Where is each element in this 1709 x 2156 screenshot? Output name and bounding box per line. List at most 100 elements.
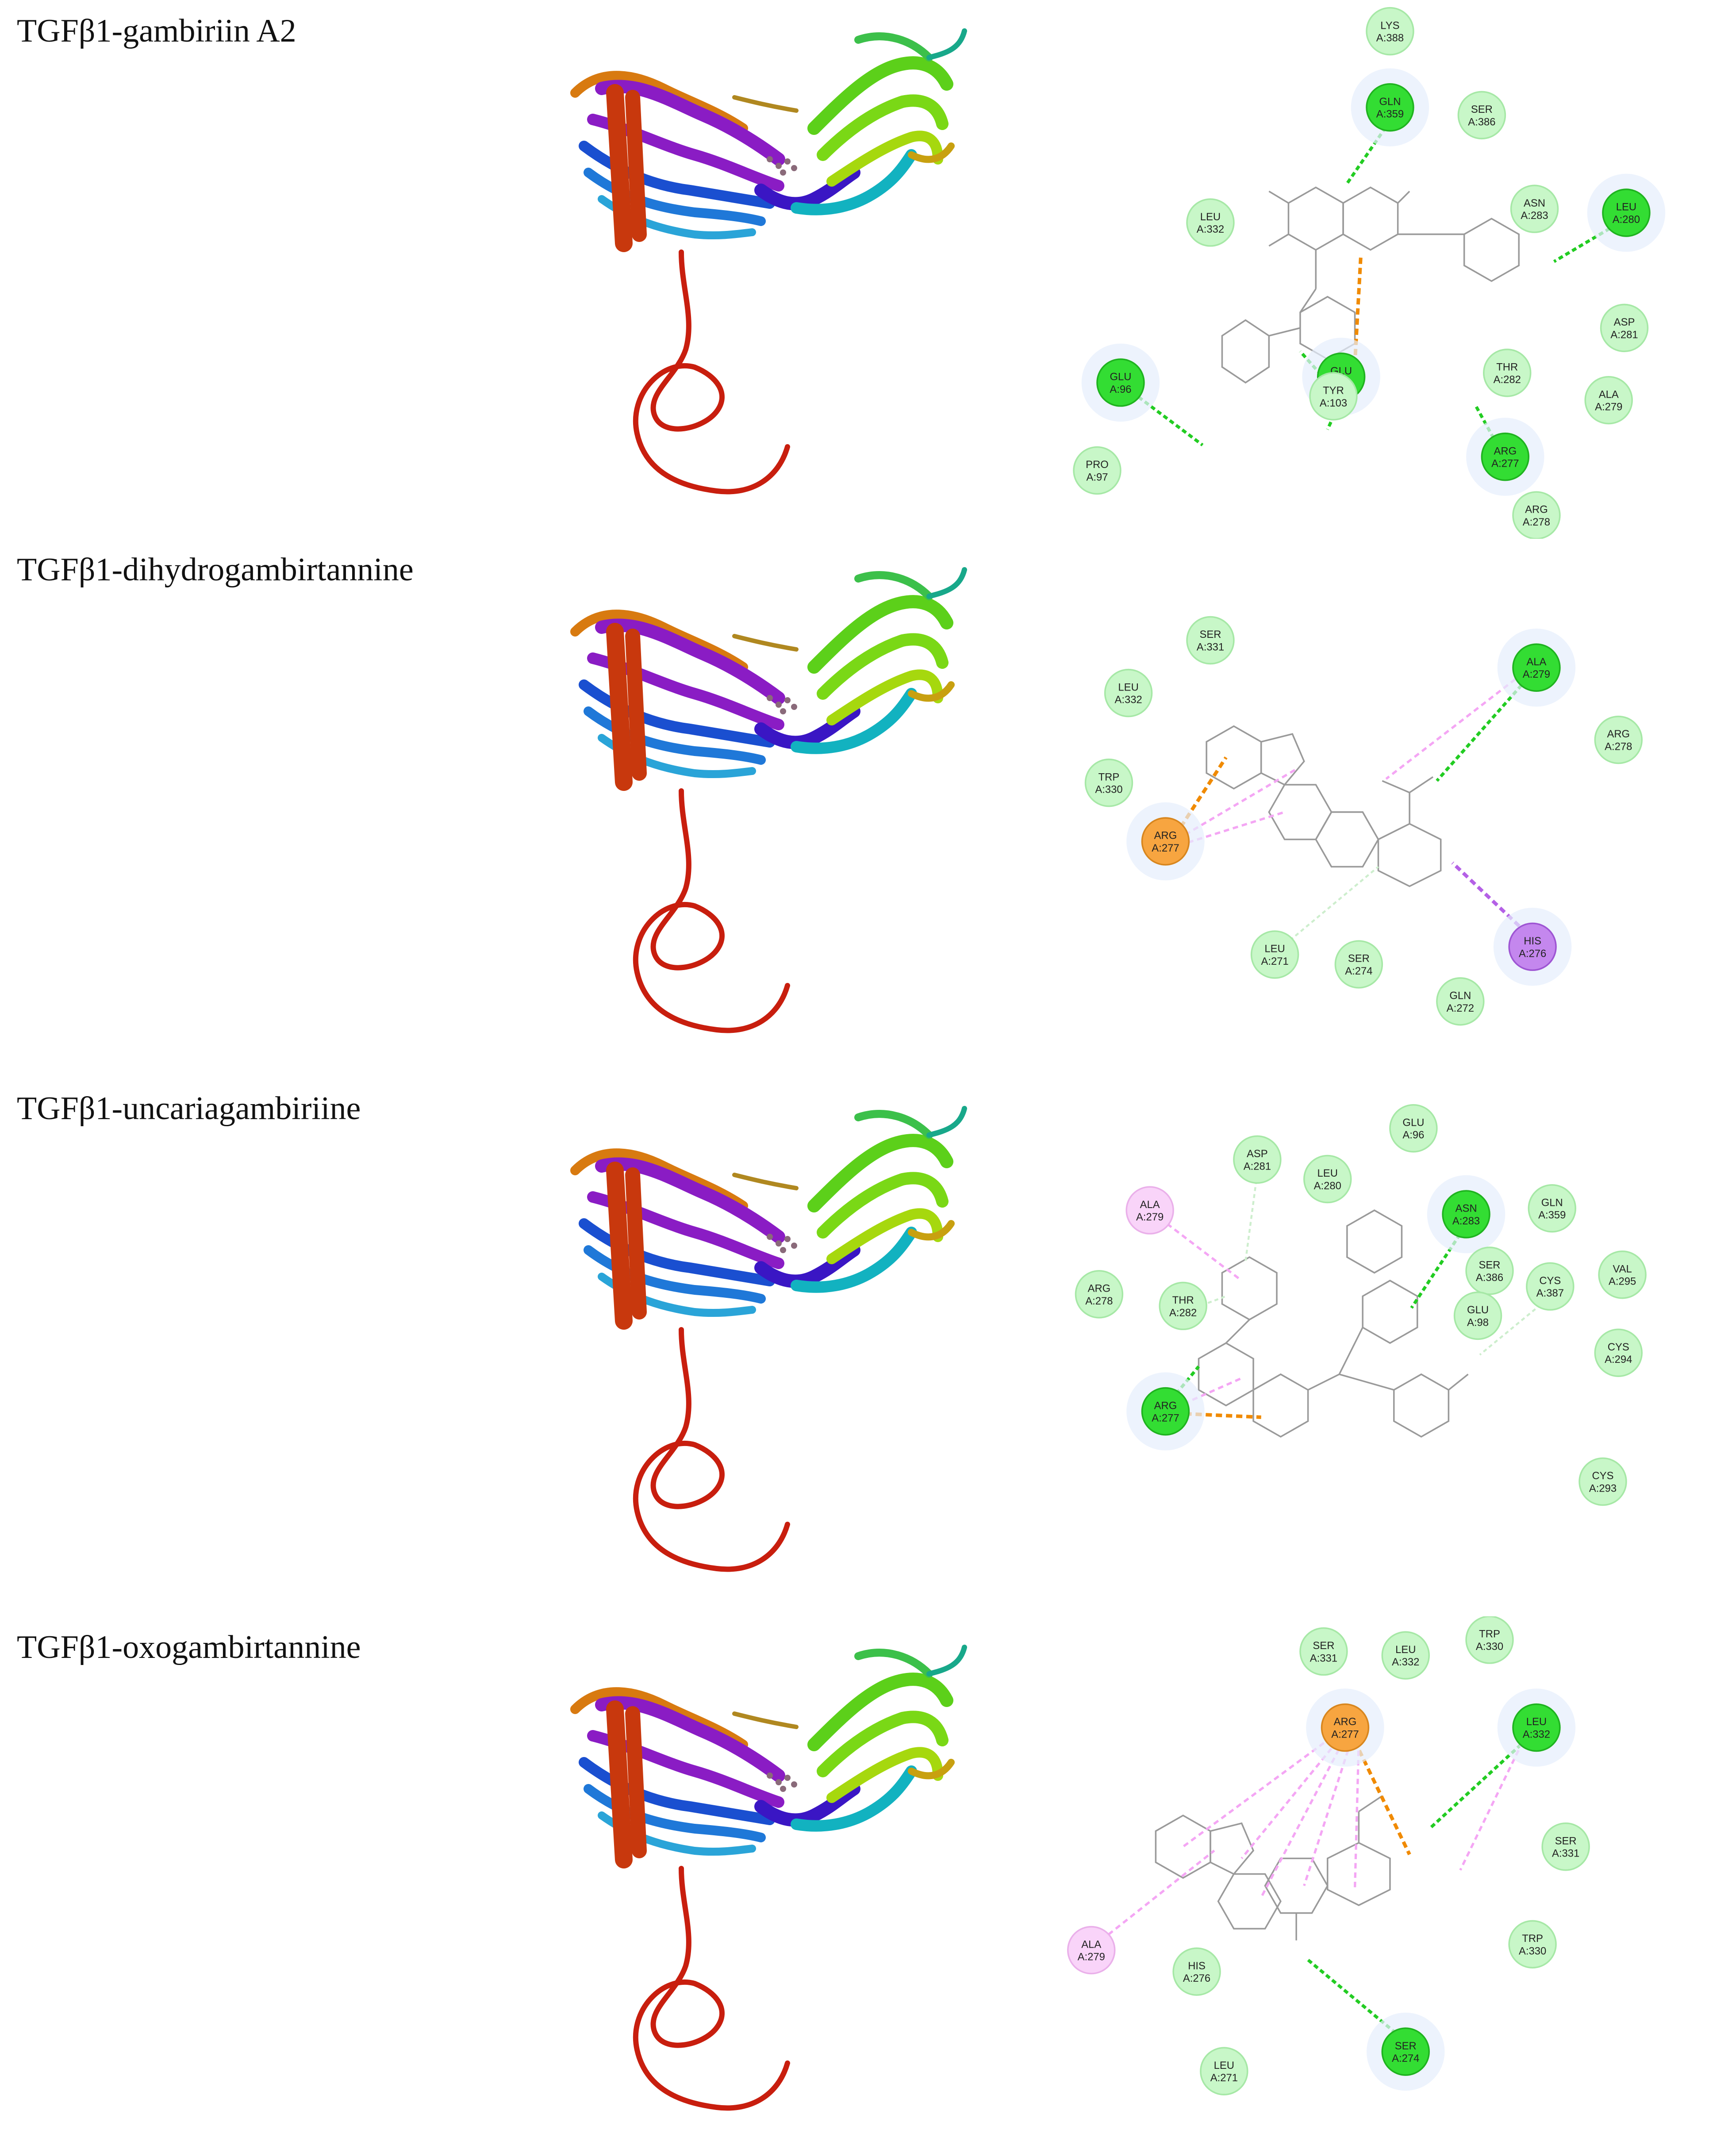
ribbon-segment (633, 1327, 790, 1572)
residue-id: A:388 (1376, 32, 1404, 44)
residue-bubble (1073, 446, 1121, 495)
residue-id: A:330 (1476, 1641, 1503, 1653)
residue-bubble (1321, 1703, 1370, 1752)
residue-name: GLU (1402, 1116, 1424, 1128)
ribbon-segment (807, 1134, 953, 1212)
residue-id: A:279 (1078, 1951, 1105, 1963)
residue-id: A:283 (1452, 1215, 1480, 1227)
residue-bubble (1125, 1186, 1174, 1235)
ligand-atom (780, 1247, 786, 1253)
residue-group: SERA:331LEUA:332TRPA:330ARGA:277LEUA:332… (1067, 1616, 1590, 2095)
residue-id: A:272 (1447, 1002, 1474, 1014)
residue-name: ARG (1607, 728, 1630, 740)
residue-name: SER (1313, 1640, 1334, 1652)
residue-id: A:330 (1519, 1945, 1546, 1957)
ribbon-segment (926, 28, 967, 60)
residue-id: A:282 (1169, 1307, 1197, 1319)
ribbon-segment (926, 1645, 967, 1676)
ribbon-segment (807, 595, 953, 674)
residue-id: A:332 (1114, 694, 1142, 706)
ligand-atom (784, 697, 791, 703)
residue-bubble (1186, 616, 1235, 665)
ribbon-segment (606, 84, 633, 252)
ribbon-segment (854, 1649, 933, 1678)
ligand-atom (791, 165, 797, 171)
residue-name: ARG (1525, 504, 1548, 516)
ligand-atom (784, 1775, 791, 1781)
residue-name: ARG (1494, 445, 1517, 457)
ribbon-segment (633, 249, 790, 495)
residue-name: PRO (1086, 459, 1109, 471)
ribbon-segment (595, 618, 785, 705)
residue-bubble (1526, 1262, 1575, 1311)
ligand-atom (767, 1772, 773, 1779)
residue-name: GLN (1449, 990, 1471, 1002)
residue-bubble (1104, 668, 1153, 717)
ribbon-segment (854, 571, 933, 600)
residue-bubble (1512, 643, 1561, 692)
residue-id: A:294 (1605, 1354, 1632, 1366)
residue-name: THR (1172, 1294, 1194, 1306)
ribbon-segment (606, 1162, 633, 1330)
residue-bubble (1512, 491, 1561, 539)
residue-name: HIS (1524, 935, 1541, 947)
residue-id: A:278 (1085, 1295, 1113, 1307)
residue-name: ARG (1088, 1283, 1111, 1295)
residue-bubble (1366, 7, 1414, 56)
ligand-atom (767, 156, 773, 162)
ribbon-segment (595, 80, 785, 166)
residue-bubble (1508, 1920, 1557, 1969)
ribbon-segment (625, 1167, 647, 1320)
ligand-atom (767, 695, 773, 701)
residue-name: SER (1471, 104, 1493, 115)
residue-name: CYS (1539, 1275, 1561, 1287)
residue-id: A:277 (1152, 1412, 1179, 1424)
residue-bubble (1389, 1104, 1438, 1153)
residue-name: SER (1479, 1259, 1501, 1271)
ribbon-segment (595, 1696, 785, 1782)
residue-bubble (1309, 372, 1358, 421)
ribbon-segment (854, 1110, 933, 1139)
ligand-atom (776, 1240, 782, 1247)
residue-id: A:359 (1538, 1209, 1566, 1221)
ribbon-segment (625, 629, 647, 781)
ribbon-segment (732, 95, 799, 113)
ribbon-segment (817, 94, 949, 161)
ligand-atom (784, 1236, 791, 1242)
residue-group: SERA:331LEUA:332ALAA:279ARGA:278TRPA:330… (1084, 616, 1643, 1026)
residue-name: ASN (1456, 1203, 1477, 1215)
residue-name: LEU (1317, 1167, 1338, 1179)
ribbon-segment (732, 1711, 799, 1729)
ligand-atom (776, 163, 782, 169)
residue-bubble (1453, 1291, 1502, 1340)
residue-bubble (1512, 1703, 1561, 1752)
ribbon-segment (908, 1759, 955, 1780)
residue-id: A:96 (1402, 1129, 1424, 1141)
ribbon-segment (570, 610, 748, 672)
ribbon-segment (570, 71, 748, 133)
residue-bubble (1141, 817, 1190, 866)
ribbon-segment (817, 1711, 949, 1777)
residue-id: A:359 (1376, 108, 1404, 120)
residue-name: VAL (1613, 1263, 1632, 1275)
residue-group: GLUA:96ASPA:281LEUA:280ALAA:279ASNA:283G… (1075, 1104, 1647, 1506)
